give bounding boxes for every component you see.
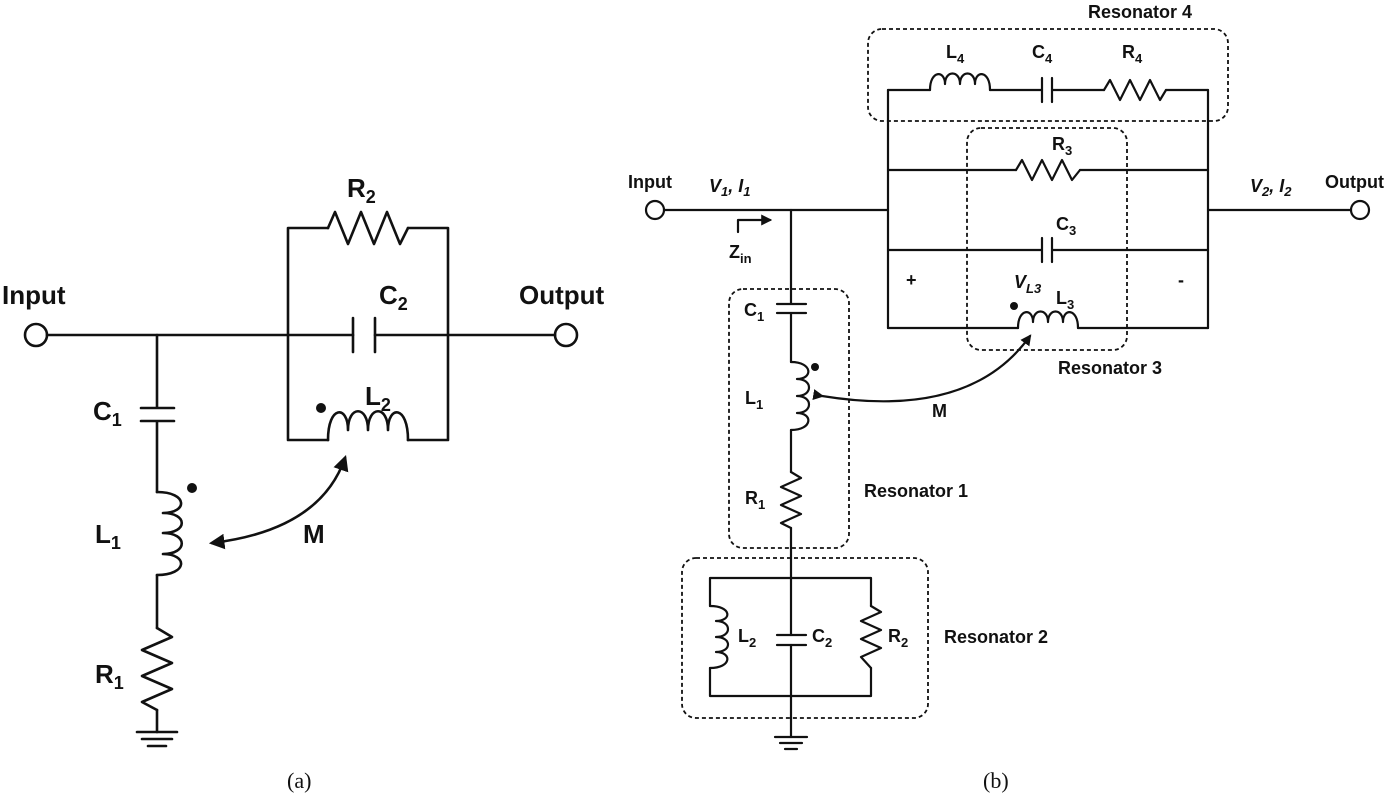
resonator3-box	[966, 127, 1128, 351]
label-r3-b: R3	[1052, 134, 1072, 158]
label-v1-i1: V1, I1	[709, 176, 751, 199]
input-terminal-b	[644, 199, 666, 221]
label-r2-a: R2	[347, 173, 376, 207]
dot-l1-b	[811, 363, 819, 371]
label-m-b: M	[932, 401, 947, 421]
mutual-arrow-b	[812, 334, 1032, 403]
panel-b: Input Output V1, I1 V2, I2 Zin C1 L1 R1 …	[628, 2, 1384, 793]
branch-c3-b	[886, 236, 1210, 264]
label-resonator1: Resonator 1	[864, 481, 968, 501]
inductor-l1-b	[789, 360, 811, 432]
panel-a: Input Output R2 C2 L2 C1 L1 R1 M (a)	[2, 173, 605, 793]
label-minus-b: -	[1178, 270, 1184, 290]
label-l4-b: L4	[946, 42, 965, 66]
input-label-b: Input	[628, 172, 672, 192]
label-c1-a: C1	[93, 396, 122, 430]
input-terminal-a	[23, 322, 49, 348]
output-label-a: Output	[519, 280, 605, 310]
resistor-r2-b	[859, 604, 883, 670]
parallel-rails-b	[886, 88, 1210, 330]
label-r2-b: R2	[888, 626, 908, 650]
caption-b: (b)	[983, 768, 1009, 793]
inductor-l2-a	[326, 410, 410, 442]
label-l3-b: L3	[1056, 288, 1074, 312]
label-resonator3: Resonator 3	[1058, 358, 1162, 378]
inductor-l1-a	[155, 490, 183, 577]
label-m-a: M	[303, 519, 325, 549]
resistor-r4-b	[1102, 78, 1168, 102]
label-c2-a: C2	[379, 280, 408, 314]
label-l2-b: L2	[738, 626, 756, 650]
label-zin: Zin	[729, 242, 752, 266]
parallel-block-a	[286, 226, 450, 442]
label-c4-b: C4	[1032, 42, 1053, 66]
label-vl3-b: VL3	[1014, 272, 1042, 296]
resonator2-box	[681, 557, 929, 719]
capacitor-c2-a	[351, 316, 377, 354]
label-r1-b: R1	[745, 488, 765, 512]
dot-l1-a	[187, 483, 197, 493]
resistor-r2-a	[326, 210, 410, 246]
resistor-r1-b	[779, 470, 803, 530]
caption-a: (a)	[287, 768, 311, 793]
label-v2-i2: V2, I2	[1250, 176, 1292, 199]
label-l1-a: L1	[95, 519, 121, 553]
output-terminal-b	[1349, 199, 1371, 221]
inductor-l4-b	[928, 72, 992, 92]
label-l2-a: L2	[365, 381, 391, 415]
resonator1-box	[728, 288, 850, 549]
label-c3-b: C3	[1056, 214, 1076, 238]
zin-arrow-b	[736, 214, 773, 234]
label-resonator2: Resonator 2	[944, 627, 1048, 647]
output-terminal-a	[553, 322, 579, 348]
resonator4-box	[867, 28, 1229, 122]
shunt-branch-a	[139, 333, 176, 734]
dot-l2-a	[316, 403, 326, 413]
label-plus-b: +	[906, 270, 917, 290]
resonator2-network-b	[708, 576, 873, 698]
dot-l3-b	[1010, 302, 1018, 310]
label-c1-b: C1	[744, 300, 764, 324]
resistor-r3-b	[1014, 158, 1082, 182]
shunt-chain-b	[775, 208, 808, 739]
label-c2-b: C2	[812, 626, 832, 650]
input-label-a: Input	[2, 280, 66, 310]
inductor-l3-b	[1016, 310, 1080, 330]
inductor-l2-b	[708, 604, 730, 670]
ground-b	[773, 735, 809, 751]
resistor-r1-a	[140, 626, 174, 712]
label-l1-b: L1	[745, 388, 763, 412]
output-label-b: Output	[1325, 172, 1384, 192]
label-r1-a: R1	[95, 659, 124, 693]
label-resonator4: Resonator 4	[1088, 2, 1192, 22]
ground-a	[135, 730, 179, 748]
capacitor-c4-b	[1040, 76, 1054, 104]
label-r4-b: R4	[1122, 42, 1143, 66]
mutual-arrow-a	[208, 455, 349, 550]
